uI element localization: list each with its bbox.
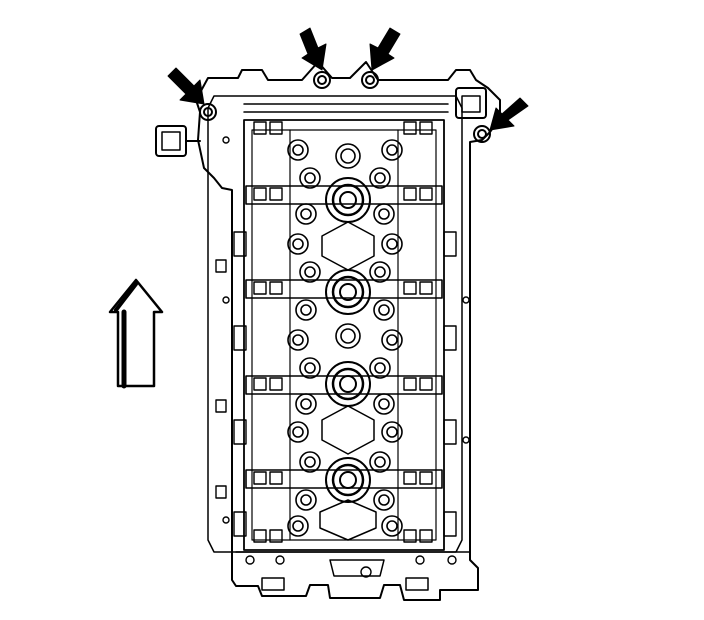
front-direction-arrow (108, 278, 164, 389)
camshaft-journal-caps (245, 185, 443, 489)
bolt-front-center-left (313, 71, 331, 89)
callout-arrow-front-center-left-bolt (299, 27, 327, 71)
spark-plug-well-4 (325, 457, 371, 503)
oil-gallery-rings (335, 143, 361, 349)
cylinder-head-outline (195, 61, 501, 601)
side-pads (215, 231, 457, 537)
perimeter-holes (222, 136, 470, 578)
callout-arrow-front-center-right-bolt (369, 27, 401, 71)
valve-tappets (287, 139, 403, 537)
callout-arrows (167, 27, 529, 131)
callout-arrow-front-right-bolt (489, 97, 529, 131)
web-castings (319, 221, 377, 541)
side-sensor-connector (155, 125, 201, 157)
front-bolts (199, 71, 491, 143)
bolt-front-center-right (361, 71, 379, 89)
bolt-front-right (473, 125, 491, 143)
front-right-bracket (455, 87, 487, 119)
journal-cap-bolts (253, 121, 433, 543)
rear-flange (235, 551, 471, 591)
callout-arrow-front-left-bolt (167, 67, 205, 105)
bolt-front-left (199, 103, 217, 121)
